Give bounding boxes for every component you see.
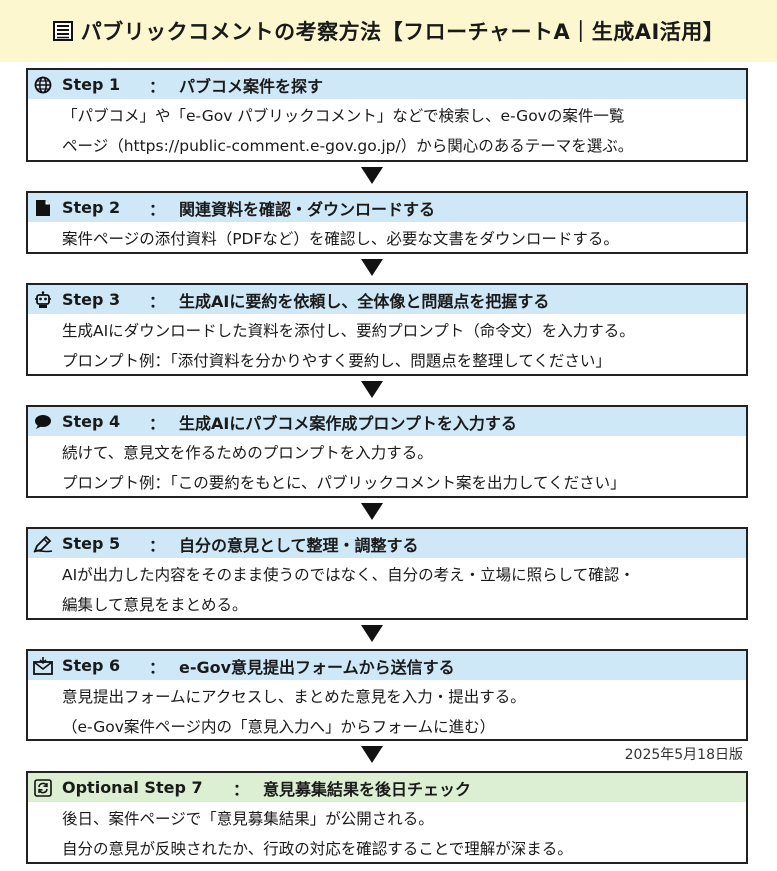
step-5-box: Step 5 ： 自分の意見として整理・調整する AIが出力した内容をそのまま使… <box>26 527 748 620</box>
down-arrow-icon <box>361 625 383 642</box>
step-text-line: 生成AIにダウンロードした資料を添付し、要約プロンプト（命令文）を入力する。 <box>62 322 635 340</box>
step-colon: ： <box>149 199 166 219</box>
step-2-body: 案件ページの添付資料（PDFなど）を確認し、必要な文書をダウンロードする。 <box>28 222 746 254</box>
step-6-body: 意見提出フォームにアクセスし、まとめた意見を入力・提出する。 （e-Gov案件ペ… <box>28 680 746 742</box>
step-label: Step 2 <box>62 198 121 217</box>
step-colon: ： <box>149 535 166 555</box>
step-colon: ： <box>149 657 166 677</box>
step-colon: ： <box>149 291 166 311</box>
step-label: Step 4 <box>62 412 121 431</box>
globe-icon <box>32 74 54 96</box>
step-1-body: 「パブコメ」や「e-Gov パブリックコメント」などで検索し、e-Govの案件一… <box>28 99 746 161</box>
step-title: パブコメ案件を探す <box>179 76 324 96</box>
step-6-box: Step 6 ： e-Gov意見提出フォームから送信する 意見提出フォームにアク… <box>26 649 748 741</box>
step-7-header: Optional Step 7 ： 意見募集結果を後日チェック <box>28 773 746 802</box>
step-title: 意見募集結果を後日チェック <box>263 779 472 799</box>
step-text-line: 意見提出フォームにアクセスし、まとめた意見を入力・提出する。 <box>62 688 526 706</box>
title-banner: パブリックコメントの考察方法【フローチャートA｜生成AI活用】 <box>0 0 777 62</box>
step-7-box: Optional Step 7 ： 意見募集結果を後日チェック 後日、案件ページ… <box>26 771 748 864</box>
step-text-line: ページ（https://public-comment.e-gov.go.jp/）… <box>62 137 634 155</box>
step-3-header: Step 3 ： 生成AIに要約を依頼し、全体像と問題点を把握する <box>28 285 746 314</box>
step-2-box: Step 2 ： 関連資料を確認・ダウンロードする 案件ページの添付資料（PDF… <box>26 191 748 254</box>
step-4-body: 続けて、意見文を作るためのプロンプトを入力する。 プロンプト例：「この要約をもと… <box>28 436 746 498</box>
version-date: 2025年5月18日版 <box>624 747 743 763</box>
step-colon: ： <box>233 779 250 799</box>
step-6-header: Step 6 ： e-Gov意見提出フォームから送信する <box>28 651 746 680</box>
document-icon <box>32 197 54 219</box>
step-title: e-Gov意見提出フォームから送信する <box>179 657 455 677</box>
down-arrow-icon <box>361 381 383 398</box>
step-label: Step 6 <box>62 656 121 675</box>
step-1-box: Step 1 ： パブコメ案件を探す 「パブコメ」や「e-Gov パブリックコメ… <box>26 68 748 162</box>
step-text-line: 自分の意見が反映されたか、行政の対応を確認することで理解が深まる。 <box>62 840 573 858</box>
step-title: 生成AIに要約を依頼し、全体像と問題点を把握する <box>179 291 550 311</box>
pen-edit-icon <box>32 533 54 555</box>
step-title: 関連資料を確認・ダウンロードする <box>179 199 436 219</box>
step-1-header: Step 1 ： パブコメ案件を探す <box>28 70 746 99</box>
step-3-body: 生成AIにダウンロードした資料を添付し、要約プロンプト（命令文）を入力する。 プ… <box>28 314 746 376</box>
step-text-line: 案件ページの添付資料（PDFなど）を確認し、必要な文書をダウンロードする。 <box>62 230 619 248</box>
step-title: 生成AIにパブコメ案作成プロンプトを入力する <box>179 413 517 433</box>
robot-icon <box>32 289 54 311</box>
step-7-body: 後日、案件ページで「意見募集結果」が公開される。 自分の意見が反映されたか、行政… <box>28 802 746 864</box>
step-2-header: Step 2 ： 関連資料を確認・ダウンロードする <box>28 193 746 222</box>
envelope-icon <box>32 655 54 677</box>
refresh-icon <box>32 777 54 799</box>
memo-list-icon <box>52 21 73 41</box>
step-text-line: 編集して意見をまとめる。 <box>62 596 248 614</box>
step-text-line: AIが出力した内容をそのまま使うのではなく、自分の考え・立場に照らして確認・ <box>62 566 635 584</box>
step-text-line: 「パブコメ」や「e-Gov パブリックコメント」などで検索し、e-Govの案件一… <box>62 107 625 125</box>
step-4-box: Step 4 ： 生成AIにパブコメ案作成プロンプトを入力する 続けて、意見文を… <box>26 405 748 498</box>
step-text-line: 後日、案件ページで「意見募集結果」が公開される。 <box>62 810 434 828</box>
step-5-body: AIが出力した内容をそのまま使うのではなく、自分の考え・立場に照らして確認・ 編… <box>28 558 746 620</box>
speech-bubble-icon <box>32 411 54 433</box>
down-arrow-icon <box>361 259 383 276</box>
down-arrow-icon <box>361 167 383 184</box>
step-label: Step 1 <box>62 75 121 94</box>
step-4-header: Step 4 ： 生成AIにパブコメ案作成プロンプトを入力する <box>28 407 746 436</box>
step-text-line: （e-Gov案件ページ内の「意見入力へ」からフォームに進む） <box>62 718 496 736</box>
step-label: Step 3 <box>62 290 121 309</box>
step-text-line: プロンプト例：「添付資料を分かりやすく要約し、問題点を整理してください」 <box>62 352 611 370</box>
step-3-box: Step 3 ： 生成AIに要約を依頼し、全体像と問題点を把握する 生成AIにダ… <box>26 283 748 376</box>
step-label: Optional Step 7 <box>62 778 203 797</box>
down-arrow-icon <box>361 503 383 520</box>
step-label: Step 5 <box>62 534 121 553</box>
step-colon: ： <box>149 76 166 96</box>
step-colon: ： <box>149 413 166 433</box>
step-text-line: 続けて、意見文を作るためのプロンプトを入力する。 <box>62 444 433 462</box>
step-title: 自分の意見として整理・調整する <box>179 535 419 555</box>
down-arrow-icon <box>361 746 383 763</box>
step-5-header: Step 5 ： 自分の意見として整理・調整する <box>28 529 746 558</box>
step-text-line: プロンプト例：「この要約をもとに、パブリックコメント案を出力してください」 <box>62 474 626 492</box>
page-title: パブリックコメントの考察方法【フローチャートA｜生成AI活用】 <box>80 20 725 44</box>
